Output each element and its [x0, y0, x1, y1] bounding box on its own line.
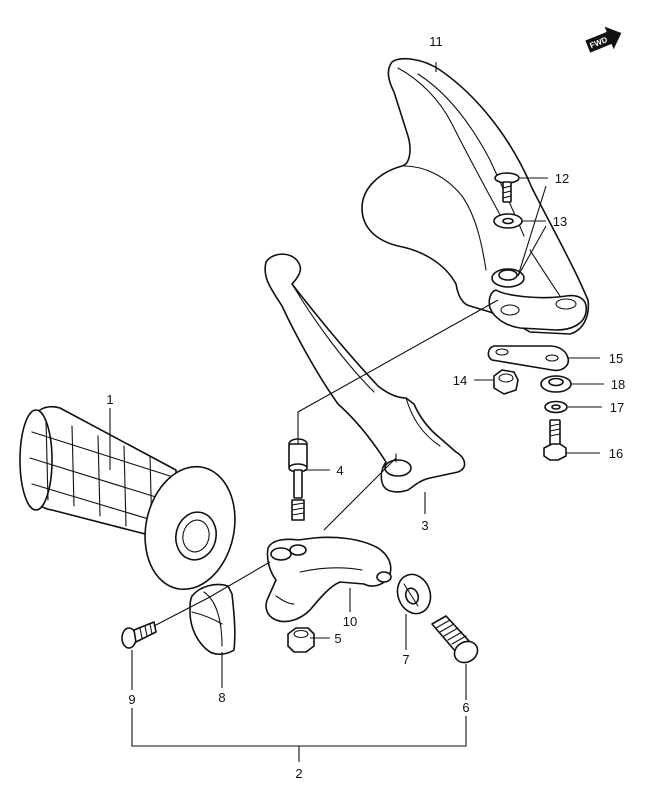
assembly-line-9	[153, 561, 271, 627]
grip-part-1	[19, 405, 236, 591]
assembly-line-4	[297, 299, 499, 444]
callout-12: 12	[555, 171, 569, 186]
screw-part-9	[121, 621, 157, 649]
callout-9: 9	[128, 692, 135, 707]
nut-part-5	[287, 627, 315, 653]
callout-8: 8	[218, 690, 225, 705]
bolt-part-16	[543, 419, 567, 461]
pivot-bolt-part-4	[288, 438, 308, 521]
washer-part-13	[493, 213, 523, 229]
adjuster-bolt-part-6	[431, 615, 479, 664]
leader-13b	[517, 225, 547, 277]
hand-guard-part-11	[361, 57, 590, 335]
callout-6: 6	[462, 700, 469, 715]
assembly-line-3	[323, 457, 397, 531]
callout-1: 1	[106, 392, 113, 407]
screw-part-12	[494, 172, 520, 203]
callout-13: 13	[553, 214, 567, 229]
bracket-part-10	[265, 536, 392, 623]
callout-17: 17	[610, 400, 624, 415]
callout-11: 11	[429, 34, 443, 49]
lever-part-3	[264, 253, 466, 493]
lock-washer-part-17	[544, 400, 568, 414]
ring-part-7	[396, 573, 432, 615]
callout-10: 10	[343, 614, 357, 629]
collar-part-18	[540, 375, 572, 393]
callout-14: 14	[453, 373, 467, 388]
plate-part-15	[487, 345, 570, 372]
nut-part-14	[493, 369, 519, 395]
callout-4: 4	[336, 463, 343, 478]
callout-15: 15	[609, 351, 623, 366]
group-bracket-2	[131, 708, 467, 747]
fwd-arrow-icon: FWD	[585, 26, 622, 53]
callout-3: 3	[421, 518, 428, 533]
callout-7: 7	[402, 652, 409, 667]
callout-16: 16	[609, 446, 623, 461]
callout-5: 5	[334, 631, 341, 646]
leader-12b	[517, 185, 547, 277]
callout-18: 18	[611, 377, 625, 392]
callout-2: 2	[295, 766, 302, 781]
